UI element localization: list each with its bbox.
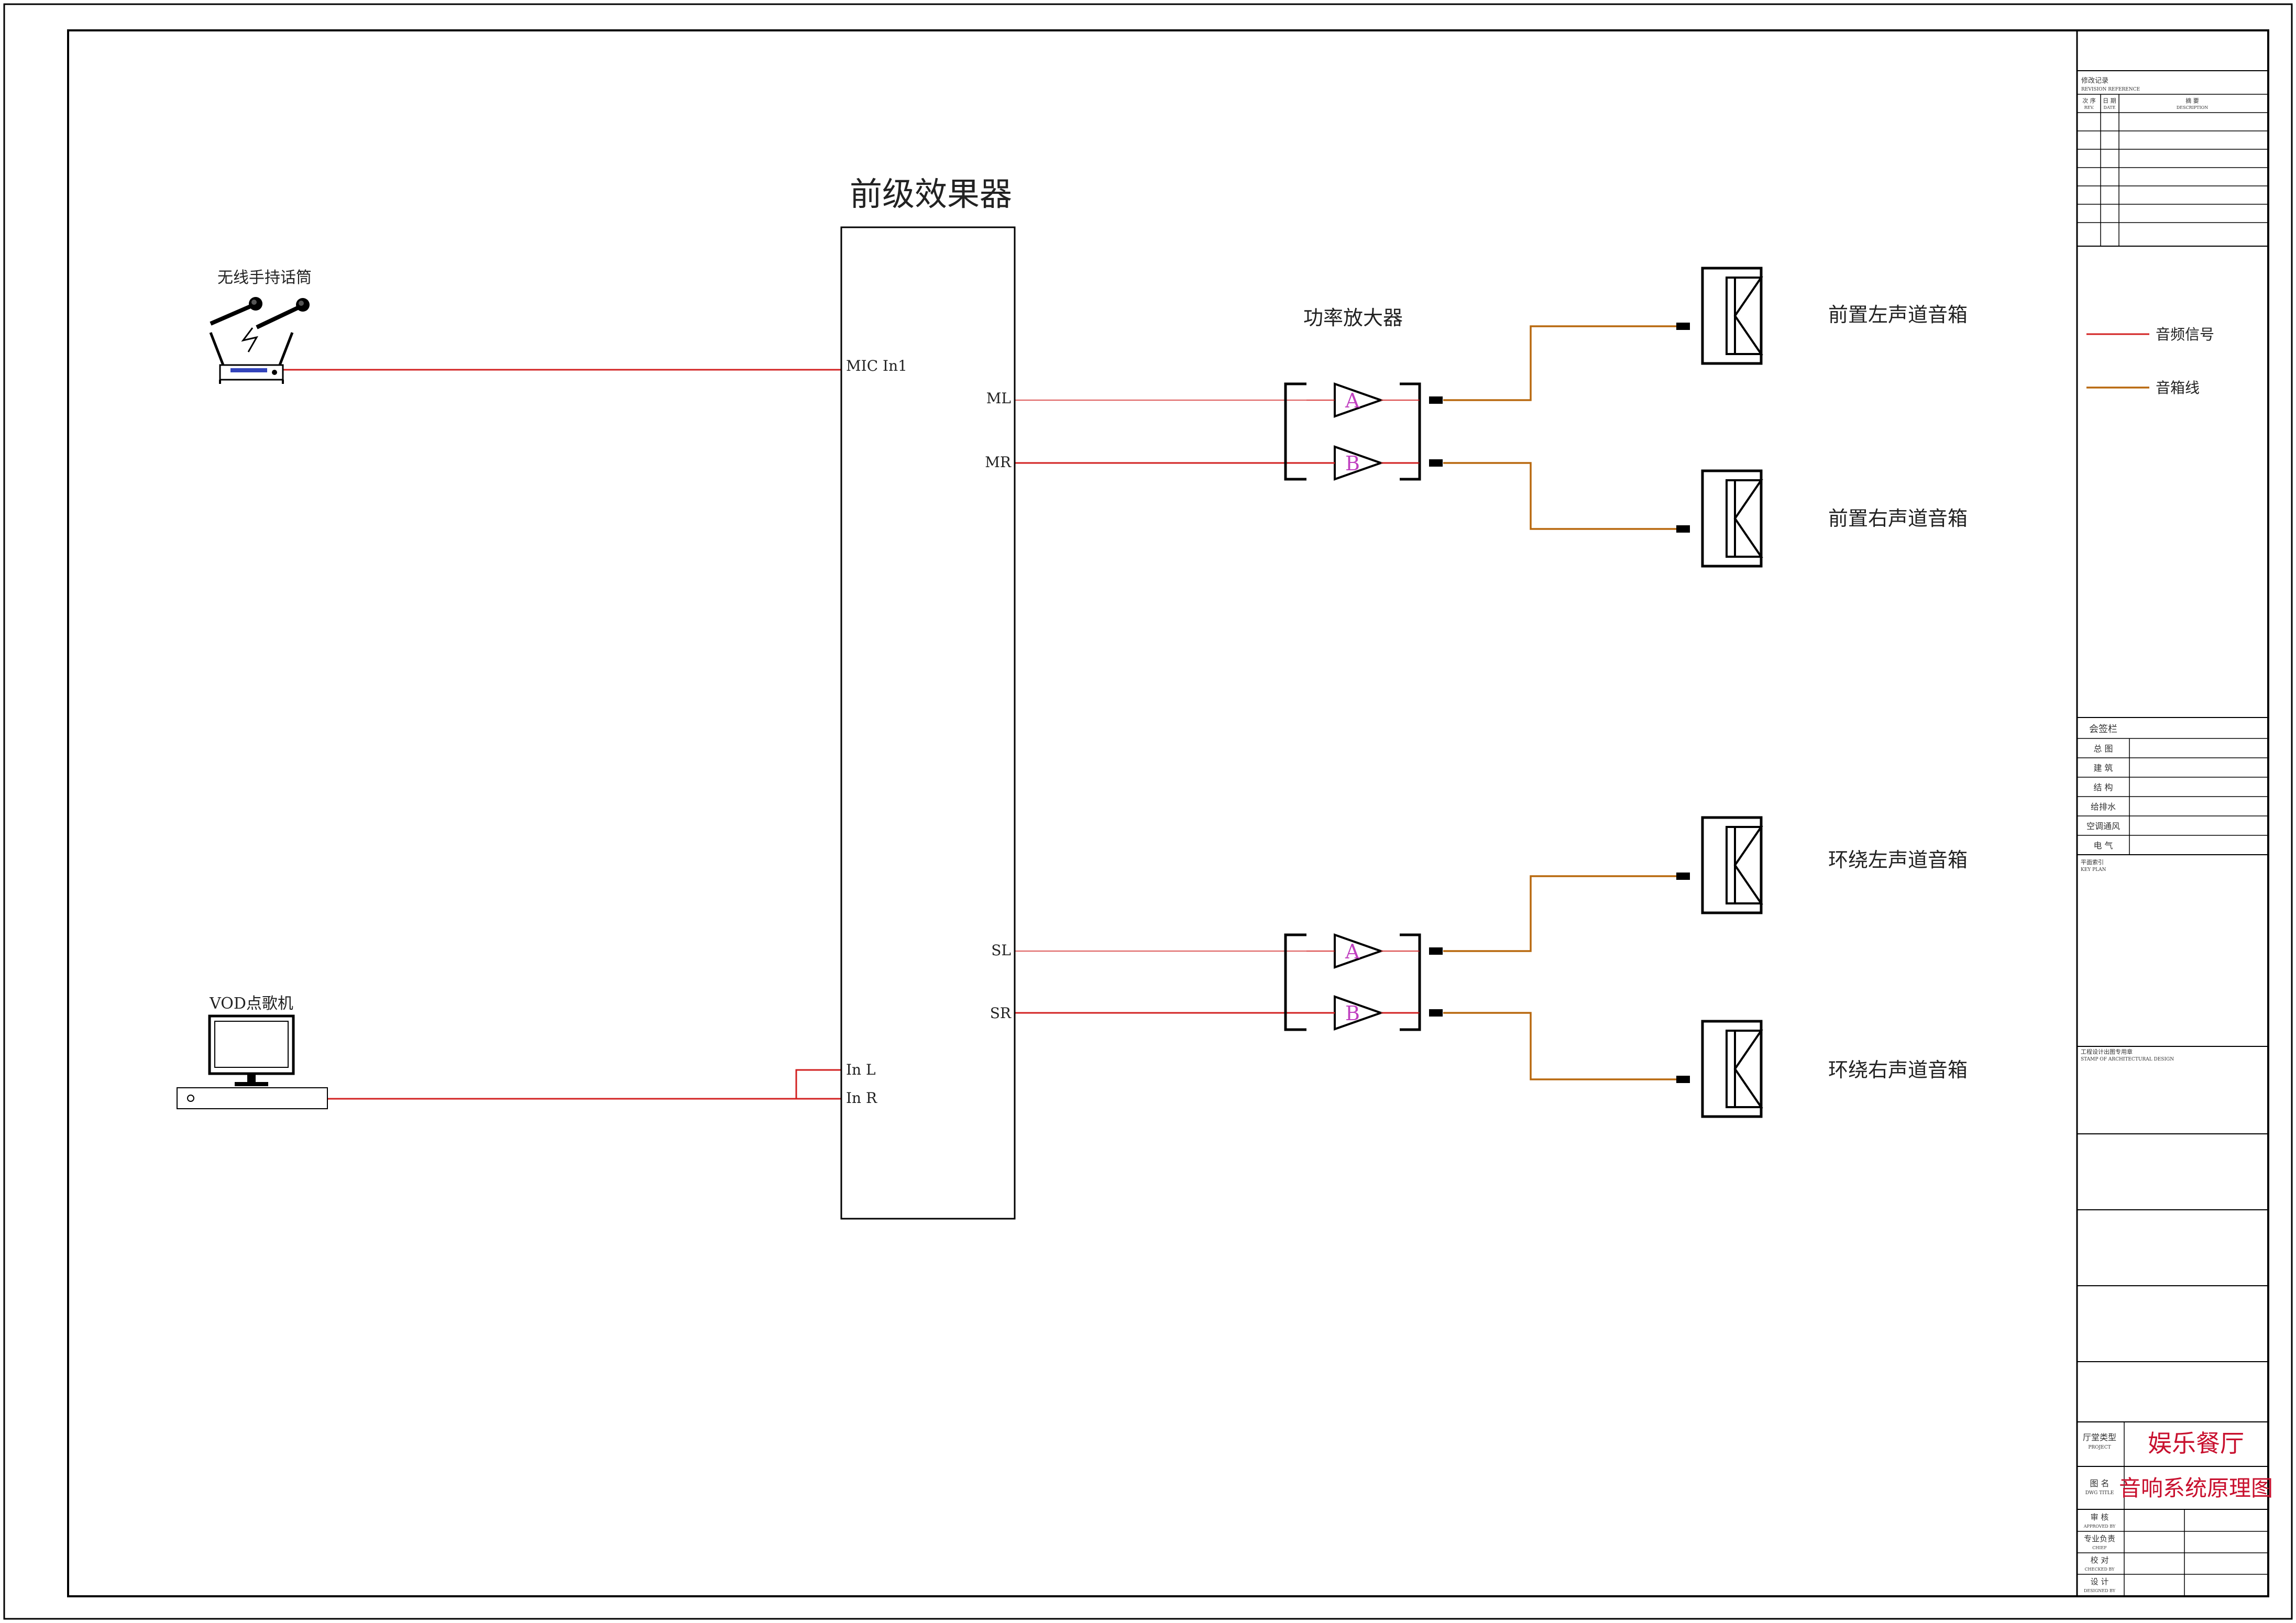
plug-connector-icon [1429, 396, 1443, 404]
speaker-icon [1702, 818, 1761, 913]
amp-channel-a-letter: A [1345, 940, 1360, 963]
approved-label: 审 核 [2091, 1512, 2109, 1522]
title-block-text: 修改记录 REVISION REFERENCE 次 序 REV. 日 期 DAT… [2081, 77, 2273, 1593]
wire-amp-to-front-left [1443, 325, 1676, 401]
designed-label-en: DESIGNED BY [2084, 1588, 2116, 1593]
plug-connector-icon [1676, 873, 1690, 880]
drawing-label: 图 名 [2090, 1478, 2109, 1488]
plug-connector-icon [1429, 459, 1443, 467]
amplifier-label: 功率放大器 [1303, 306, 1403, 329]
drawing-name: 音响系统原理图 [2119, 1475, 2273, 1501]
processor-output-sr: SR [990, 1004, 1012, 1022]
approved-label-en: APPROVED BY [2083, 1524, 2116, 1529]
plug-connector-icon [1676, 1076, 1690, 1083]
sign-row: 总 图 [2093, 744, 2113, 754]
speaker-surround-left: 环绕左声道音箱 [1702, 818, 1968, 913]
rev-col-1-en: REV. [2084, 105, 2094, 110]
wireless-mic-device: 无线手持话筒 [209, 269, 312, 384]
title-block [2076, 30, 2268, 1596]
speaker-front-right: 前置右声道音箱 [1702, 471, 1968, 566]
chief-label: 专业负责 [2084, 1534, 2115, 1543]
sign-row: 空调通风 [2086, 821, 2120, 831]
plug-connector-icon [1429, 947, 1443, 955]
stamp-label-en: STAMP OF ARCHITECTURAL DESIGN [2081, 1057, 2174, 1062]
processor-output-mr: MR [985, 454, 1012, 471]
connectors [1429, 323, 1690, 1083]
rev-col-2-en: DATE [2104, 105, 2116, 110]
sign-row: 电 气 [2093, 841, 2113, 851]
processor-output-ml: ML [986, 390, 1011, 407]
rev-col-3: 摘 要 [2185, 97, 2199, 104]
vod-label: VOD点歌机 [209, 995, 293, 1013]
key-plan-label-en: KEY PLAN [2081, 867, 2106, 873]
drawing-frame [67, 29, 2269, 1597]
speaker-icon [1702, 471, 1761, 566]
outer-border [3, 3, 2293, 1620]
processor-input-in-l: In L [846, 1061, 876, 1078]
amp-bracket-right [1400, 933, 1421, 1031]
rev-col-3-en: DESCRIPTION [2177, 105, 2208, 110]
speaker-wires [1443, 325, 1676, 1080]
speaker-front-right-label: 前置右声道音箱 [1828, 507, 1968, 530]
processor-box [840, 226, 1016, 1220]
legend-speaker-label: 音箱线 [2156, 379, 2200, 396]
sign-row: 给排水 [2091, 802, 2116, 812]
amp-bracket-left [1284, 933, 1306, 1031]
plug-connector-icon [1676, 525, 1690, 533]
wire-amp-to-surround-left [1443, 875, 1676, 952]
wireless-microphone-receiver-icon [209, 297, 310, 384]
drawing-label-en: DWG TITLE [2085, 1490, 2114, 1496]
speaker-front-left-label: 前置左声道音箱 [1828, 303, 1968, 326]
amp-channel-b-letter: B [1345, 1002, 1360, 1025]
computer-monitor-icon [177, 1014, 328, 1109]
project-label: 厅堂类型 [2083, 1432, 2116, 1442]
amplifier-front: A B [1284, 382, 1421, 481]
speaker-surround-left-label: 环绕左声道音箱 [1828, 848, 1968, 871]
wire-amp-to-surround-right [1443, 1012, 1676, 1080]
revision-header: 修改记录 [2081, 77, 2108, 85]
legend-audio-label: 音频信号 [2156, 326, 2214, 343]
rev-col-1: 次 序 [2082, 97, 2096, 104]
speaker-surround-right: 环绕右声道音箱 [1702, 1021, 1968, 1117]
checked-label: 校 对 [2091, 1555, 2109, 1565]
project-label-en: PROJECT [2088, 1445, 2111, 1450]
amplifier-surround: A B [1284, 933, 1421, 1031]
revision-header-en: REVISION REFERENCE [2081, 87, 2140, 92]
speaker-icon [1702, 268, 1761, 363]
sign-row: 建 筑 [2093, 763, 2113, 773]
sign-header: 会签栏 [2089, 724, 2117, 735]
plug-connector-icon [1676, 323, 1690, 330]
processor-title: 前级效果器 [850, 175, 1012, 213]
audio-signal-wires [283, 369, 1420, 1100]
designed-label: 设 计 [2091, 1577, 2109, 1586]
speaker-surround-right-label: 环绕右声道音箱 [1828, 1058, 1968, 1081]
rev-col-2: 日 期 [2103, 97, 2116, 104]
amp-channel-b-letter: B [1345, 452, 1360, 475]
wire-amp-to-front-right [1443, 462, 1676, 530]
sign-row: 结 构 [2093, 782, 2113, 792]
chief-label-en: CHIEF [2092, 1545, 2107, 1550]
amp-channel-a-letter: A [1345, 389, 1360, 412]
project-name: 娱乐餐厅 [2148, 1429, 2244, 1458]
wire-in-l-to-in-r [795, 1069, 841, 1099]
checked-label-en: CHECKED BY [2085, 1567, 2115, 1572]
legend: 音频信号 音箱线 [2086, 326, 2214, 396]
processor-input-mic: MIC In1 [846, 357, 907, 374]
stamp-label: 工程设计出图专用章 [2081, 1048, 2133, 1055]
amp-bracket-left [1284, 382, 1306, 481]
processor-output-sl: SL [991, 942, 1011, 959]
speaker-icon [1702, 1021, 1761, 1117]
key-plan-label: 平面索引 [2081, 858, 2104, 866]
vod-device: VOD点歌机 [177, 995, 328, 1109]
speaker-front-left: 前置左声道音箱 [1702, 268, 1968, 363]
amp-bracket-right [1400, 382, 1421, 481]
wireless-mic-label: 无线手持话筒 [217, 269, 312, 287]
processor-input-in-r: In R [846, 1089, 877, 1107]
processor-device: 前级效果器 MIC In1 In L In R ML MR SL SR [840, 175, 1016, 1220]
plug-connector-icon [1429, 1009, 1443, 1017]
